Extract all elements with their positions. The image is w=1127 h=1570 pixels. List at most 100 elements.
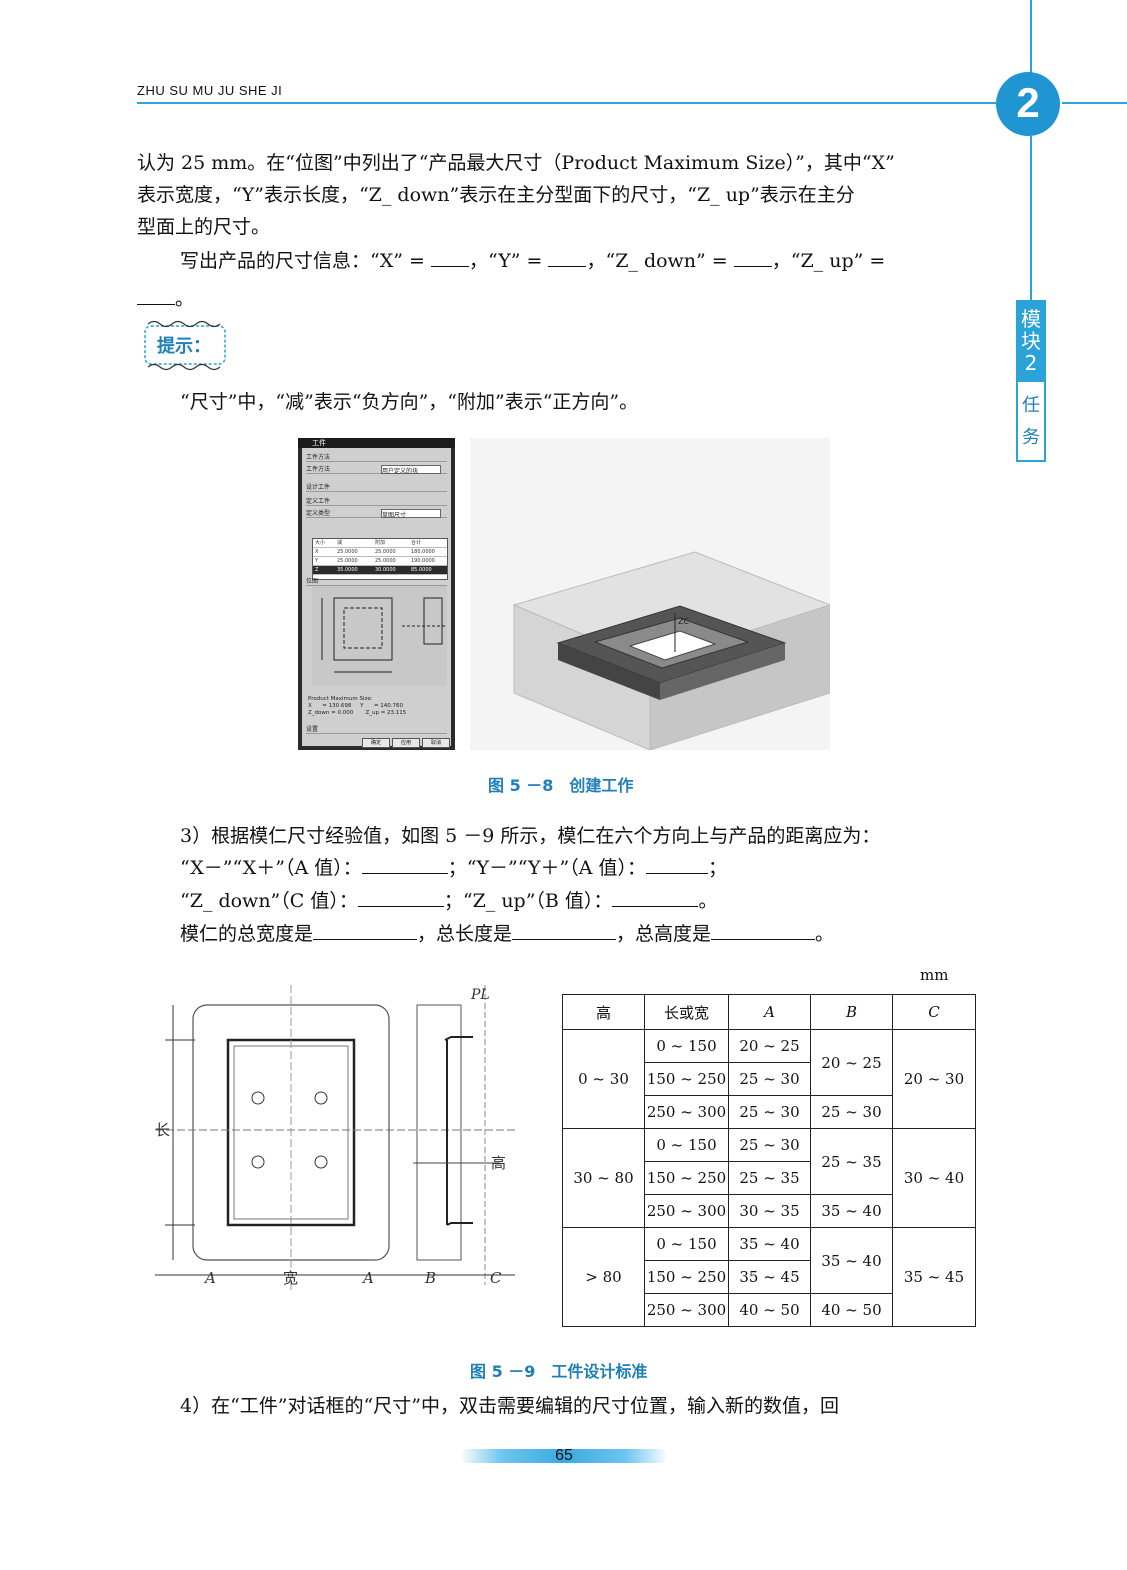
drawing-label-length: 长 [155, 1121, 170, 1139]
table-cell: 35 ~ 40 [810, 1227, 893, 1294]
table-cell: 20 ~ 25 [728, 1029, 811, 1063]
table-header-row: 高 长或宽 A B C [562, 994, 976, 1030]
blank-a-y[interactable] [645, 853, 708, 874]
table-header-cell: 高 [562, 994, 645, 1030]
figure-caption-5-9: 图 5 －9 工件设计标准 [470, 1362, 648, 1381]
dialog-section: 设置 [306, 724, 447, 734]
dialog-table-row-selected[interactable]: Z 35.0000 30.0000 85.0000 [313, 566, 447, 575]
dialog-cell: 190.0000 [411, 558, 435, 564]
table-cell: 25 ~ 30 [728, 1095, 811, 1129]
dialog-row: 工件方法 [306, 452, 447, 462]
dialog-cell: 85.0000 [411, 567, 432, 573]
drawing-label-width: 宽 [283, 1269, 298, 1287]
page-number: 65 [555, 1447, 573, 1464]
dialog-table-header: 大小 减 附加 合计 [313, 539, 447, 548]
text-segment: ，“Z_ up” = [771, 250, 886, 272]
table-unit: mm [920, 966, 949, 984]
table-row: 0 ~ 30 0 ~ 150 20 ~ 25 20 ~ 25 20 ~ 30 [562, 1029, 976, 1129]
table-header-cell: B [810, 994, 893, 1030]
table-cell-height: 30 ~ 80 [562, 1128, 645, 1228]
table-cell: 25 ~ 30 [728, 1128, 811, 1162]
table-cell: 40 ~ 50 [810, 1293, 893, 1327]
table-cell-height: > 80 [562, 1227, 645, 1327]
paragraph-step-3-xy: “X－”“X＋”（A 值）：；“Y－”“Y＋”（A 值）：； [180, 852, 727, 884]
table-row: 150 ~ 250 35 ~ 45 [563, 1260, 976, 1294]
dialog-table-row[interactable]: Y 25.0000 25.0000 190.0000 [313, 557, 447, 566]
text-segment: ； [707, 857, 727, 879]
drawing-label-pl: PL [470, 987, 490, 1003]
side-tab-module: 模 块 2 [1018, 302, 1044, 382]
hint-text: “尺寸”中，“减”表示“负方向”，“附加”表示“正方向”。 [180, 391, 639, 413]
drawing-label-a-right: A [361, 1269, 374, 1287]
figure-caption-5-8: 图 5 －8 创建工作 [488, 776, 634, 795]
drawing-label-b: B [424, 1269, 436, 1287]
table-cell: 40 ~ 50 [728, 1293, 811, 1327]
dialog-cell: Z [315, 567, 319, 573]
table-cell: 250 ~ 300 [644, 1194, 729, 1228]
workpiece-design-drawing: A 宽 A B C 长 高 PL [155, 985, 515, 1290]
dialog-cell: 大小 [315, 540, 326, 546]
blank-z-down[interactable] [733, 246, 772, 267]
table-cell: 25 ~ 30 [810, 1095, 893, 1129]
blank-x[interactable] [430, 246, 469, 267]
table-cell: 35 ~ 45 [728, 1260, 811, 1294]
text-segment: ，“Z_ down” = [586, 250, 728, 272]
table-cell: 30 ~ 35 [728, 1194, 811, 1228]
dialog-method-select[interactable]: 用户定义的块 [381, 465, 441, 475]
paragraph-3: 型面上的尺寸。 [137, 216, 271, 238]
table-row: 150 ~ 250 25 ~ 35 [563, 1161, 976, 1195]
dialog-cell: 35.0000 [337, 567, 358, 573]
dialog-cancel-button[interactable]: 取消 [422, 738, 450, 748]
blank-c[interactable] [357, 886, 444, 907]
dialog-table-row[interactable]: X 25.0000 25.0000 180.0000 [313, 548, 447, 557]
table-cell: 35 ~ 45 [892, 1227, 976, 1327]
text-segment: 写出产品的尺寸信息：“X” = [180, 250, 425, 272]
dialog-ok-button[interactable]: 确定 [362, 738, 390, 748]
margin-line-mid [1030, 136, 1032, 300]
dialog-apply-button[interactable]: 应用 [392, 738, 420, 748]
table-header-cell: C [892, 994, 976, 1030]
dialog-section: 位图 [306, 576, 447, 586]
blank-total-length[interactable] [512, 919, 617, 940]
dialog-row: 定义类型 草图尺寸 [306, 508, 447, 519]
table-cell: 150 ~ 250 [644, 1062, 729, 1096]
dialog-type-select[interactable]: 草图尺寸 [381, 509, 441, 519]
table-row: 250 ~ 300 25 ~ 30 25 ~ 30 [563, 1095, 976, 1129]
blank-total-width[interactable] [313, 919, 418, 940]
blank-a-x[interactable] [361, 853, 448, 874]
dialog-cell: X [315, 549, 319, 555]
dialog-size-table: 大小 减 附加 合计 X 25.0000 25.0000 180.0000 Y … [312, 538, 448, 580]
table-cell: 35 ~ 40 [810, 1194, 893, 1228]
blank-y[interactable] [548, 246, 587, 267]
dialog-row: 定义工件 [306, 496, 447, 506]
blank-total-height[interactable] [711, 919, 816, 940]
header-rule [137, 102, 1010, 104]
paragraph-1: 认为 25 mm。在“位图”中列出了“产品最大尺寸（Product Maximu… [137, 152, 895, 174]
blank-b[interactable] [612, 886, 699, 907]
dialog-section: 设计工件 [306, 482, 447, 492]
workpiece-design-standard-table: 高 长或宽 A B C 0 ~ 30 0 ~ 150 20 ~ 25 20 ~ … [562, 994, 976, 1327]
dialog-cell: 25.0000 [375, 549, 396, 555]
svg-text:ZC: ZC [678, 617, 689, 626]
table-header-cell: 长或宽 [644, 994, 729, 1030]
table-cell: 35 ~ 40 [728, 1227, 811, 1261]
table-cell: 0 ~ 150 [644, 1227, 729, 1261]
text-segment: ，总长度是 [417, 923, 513, 945]
hint-badge: 提示： [142, 320, 228, 371]
hint-frame-icon [144, 320, 226, 371]
paragraph-step-3-z: “Z_ down”（C 值）：；“Z_ up”（B 值）：。 [180, 885, 717, 917]
table-cell: 0 ~ 150 [644, 1029, 729, 1063]
blank-z-up[interactable] [137, 284, 175, 305]
table-cell-height: 0 ~ 30 [562, 1029, 645, 1129]
table-cell: 150 ~ 250 [644, 1260, 729, 1294]
table-cell: 25 ~ 35 [810, 1128, 893, 1195]
dialog-cell: 25.0000 [337, 549, 358, 555]
running-header: ZHU SU MU JU SHE JI [137, 83, 283, 98]
page-number-banner [460, 1449, 668, 1463]
text-segment: ，“Y” = [468, 250, 543, 272]
text-segment: 模仁的总宽度是 [180, 923, 314, 945]
hint-label: 提示： [157, 336, 211, 357]
paragraph-step-3: 3）根据模仁尺寸经验值，如图 5 －9 所示，模仁在六个方向上与产品的距离应为： [180, 825, 881, 847]
margin-line-top [1030, 0, 1032, 80]
text-segment: “Z_ down”（C 值）： [180, 890, 358, 912]
